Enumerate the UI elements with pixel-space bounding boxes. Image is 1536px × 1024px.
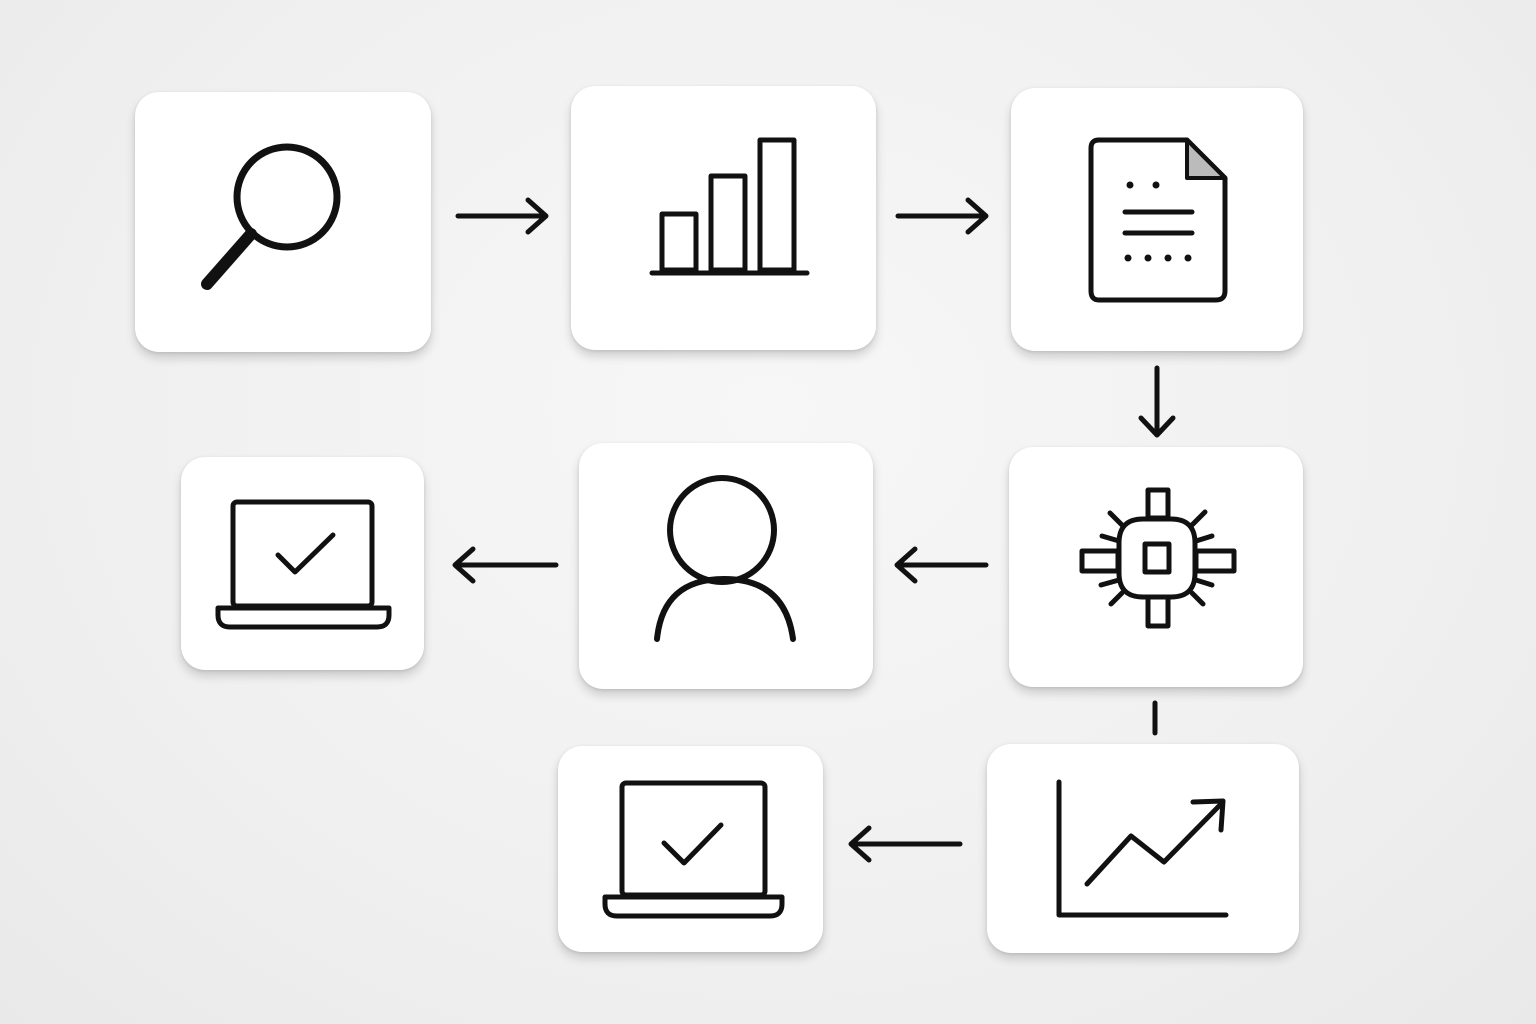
laptop-check-icon [215,499,392,630]
magnifier-icon [201,143,341,290]
arrow-user-to-device [452,546,559,584]
arrow-analytics-to-report [895,197,989,235]
chip-icon [1079,487,1237,629]
node-processing-card[interactable] [1009,447,1303,687]
node-approved-device-card[interactable] [181,457,424,670]
node-search-card[interactable] [135,92,431,352]
arrow-growth-to-device-2 [848,825,963,863]
arrow-search-to-analytics [455,197,549,235]
arrow-report-to-processing [1138,365,1176,438]
node-user-card[interactable] [579,443,873,689]
node-report-card[interactable] [1011,88,1303,351]
document-icon [1088,137,1228,303]
bar-chart-icon [649,137,810,276]
trend-chart-icon [1056,779,1229,918]
node-analytics-card[interactable] [571,86,876,350]
arrow-processing-to-user [894,546,989,584]
node-approved-device-2-card[interactable] [558,746,823,952]
user-icon [654,475,796,642]
node-growth-card[interactable] [987,744,1299,953]
laptop-check-icon [602,780,785,919]
